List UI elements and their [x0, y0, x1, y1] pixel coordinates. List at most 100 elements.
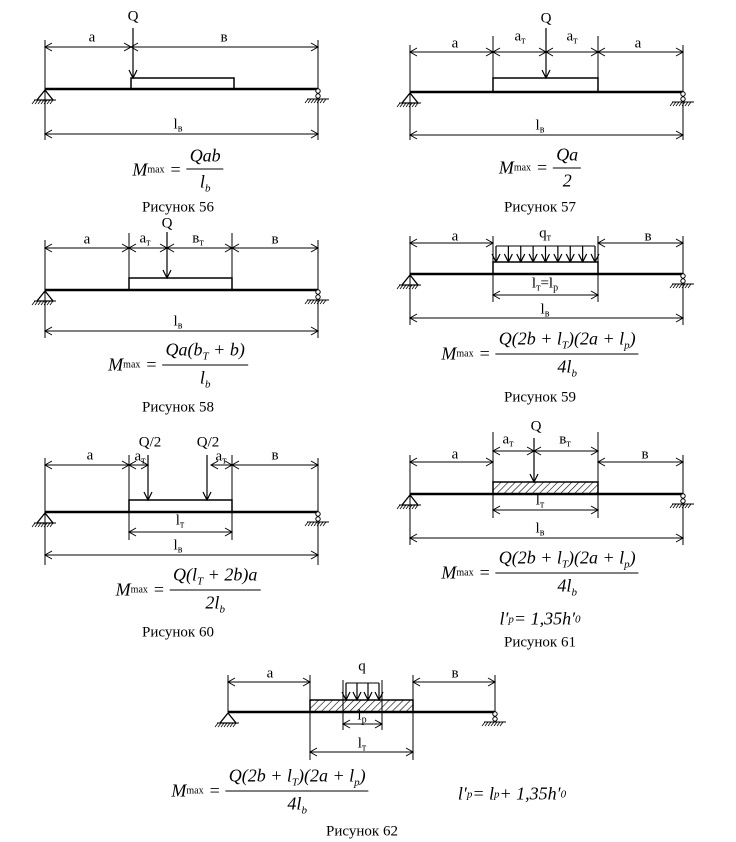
dimension-arrow-icon	[127, 243, 137, 253]
hatch-stroke	[40, 522, 45, 528]
hatch-stroke	[43, 99, 48, 105]
figure-caption: Рисунок 62	[326, 823, 398, 840]
hatch-stroke	[684, 283, 689, 289]
roller-circle	[492, 711, 498, 717]
hatch-stroke	[490, 721, 495, 727]
hatch-stroke	[232, 722, 237, 728]
hatch-stroke	[313, 98, 318, 104]
roller-support-icon	[669, 273, 694, 289]
load-arrow-icon	[541, 28, 551, 80]
hatch-stroke	[322, 521, 327, 527]
dimension-arrow-icon	[675, 47, 685, 57]
dimension-arrow-icon	[310, 326, 320, 336]
dimension-arrow-icon	[230, 460, 240, 470]
dimension-arrow-icon	[408, 130, 418, 140]
hatch-stroke	[684, 503, 689, 509]
ground-hatch-icon	[31, 99, 56, 105]
roller-support-icon	[669, 493, 694, 509]
hatch-stroke	[396, 102, 401, 108]
distributed-load-arrow-icon	[540, 246, 551, 264]
hatch-stroke	[396, 284, 401, 290]
formula-fraction: Qa(bT + b)lb	[162, 340, 248, 391]
figure-58	[31, 232, 329, 338]
dimension-arrow-icon	[43, 460, 53, 470]
dimension-arrow-icon	[408, 238, 418, 248]
dimension-arrow-icon	[485, 457, 495, 467]
roller-support-icon	[304, 88, 329, 104]
dimension-arrow-icon	[491, 505, 501, 515]
hatch-stroke	[672, 101, 677, 107]
dimension-arrow-icon	[411, 677, 421, 687]
dimension-label-Q2a: Q/2	[138, 434, 162, 451]
dimension-arrow-icon	[226, 677, 236, 687]
hatch-stroke	[678, 283, 683, 289]
load-area	[128, 277, 233, 291]
ground-hatch-icon	[304, 299, 329, 305]
roller-circle	[680, 278, 686, 284]
hatch-stroke	[669, 503, 674, 509]
hatch-stroke	[46, 522, 51, 528]
formula-lhs: M	[115, 579, 131, 600]
dimension-label-Q: Q	[127, 8, 139, 25]
hatch-stroke	[46, 300, 51, 306]
dimension-arrow-icon	[405, 747, 415, 757]
hatch-stroke	[220, 722, 225, 728]
dimension-arrow-icon	[127, 460, 137, 470]
ground-hatch-icon	[669, 283, 694, 289]
dimension-label-a2: а	[634, 35, 642, 52]
hatch-stroke	[402, 504, 407, 510]
roller-circle	[680, 96, 686, 102]
dimension-arrow-icon	[408, 313, 418, 323]
figure-caption: Рисунок 58	[142, 399, 214, 416]
dimension-arrow-icon	[596, 238, 606, 248]
dimension-label-qT: qт	[539, 225, 551, 244]
dimension-line	[491, 47, 548, 57]
hatch-stroke	[304, 299, 309, 305]
dimension-label-a: а	[266, 665, 274, 682]
hatch-stroke	[49, 99, 54, 105]
hatch-stroke	[322, 299, 327, 305]
dimension-label-lp: lp	[357, 707, 367, 726]
hatch-stroke	[481, 721, 486, 727]
dimension-arrow-icon	[485, 238, 495, 248]
formula-denominator: 4lb	[557, 575, 577, 599]
hatch-stroke	[319, 521, 324, 527]
pin-support-icon	[396, 91, 421, 108]
dimension-line	[596, 457, 685, 467]
dimension-arrow-icon	[308, 747, 318, 757]
hatch-stroke	[687, 283, 692, 289]
hatch-stroke	[313, 299, 318, 305]
roller-support-icon	[481, 711, 506, 727]
calc-length-formula: l′p = 1,35h′0	[499, 608, 581, 629]
dimension-label-lb: lв	[173, 537, 183, 556]
arrow-head	[202, 491, 212, 502]
hatch-stroke	[34, 99, 39, 105]
formula-lhs: M	[108, 354, 124, 375]
dimension-arrow-icon	[310, 550, 320, 560]
figure-60	[31, 455, 329, 565]
distributed-load-arrow-icon	[363, 683, 373, 702]
dimension-line	[596, 47, 685, 57]
dimension-label-q: q	[358, 658, 366, 675]
dimension-label-Q: Q	[540, 10, 552, 27]
dimension-arrow-icon	[487, 677, 497, 687]
dimension-label-bT: вт	[559, 431, 571, 450]
dimension-arrow-icon	[675, 130, 685, 140]
ground-hatch-icon	[31, 300, 56, 306]
dimension-arrow-icon	[43, 326, 53, 336]
ground-hatch-icon	[669, 503, 694, 509]
arrow-head	[128, 69, 138, 80]
dimension-arrow-icon	[491, 290, 501, 300]
roller-support-icon	[304, 511, 329, 527]
formula-lhs: M	[132, 159, 148, 180]
hatch-stroke	[411, 284, 416, 290]
formula-numerator: Qa	[553, 145, 582, 169]
dimension-label-lT: lт	[535, 492, 545, 511]
formula-numerator: Qa(bT + b)	[162, 340, 248, 366]
hatch-stroke	[402, 284, 407, 290]
formula-denominator: lb	[199, 367, 211, 391]
